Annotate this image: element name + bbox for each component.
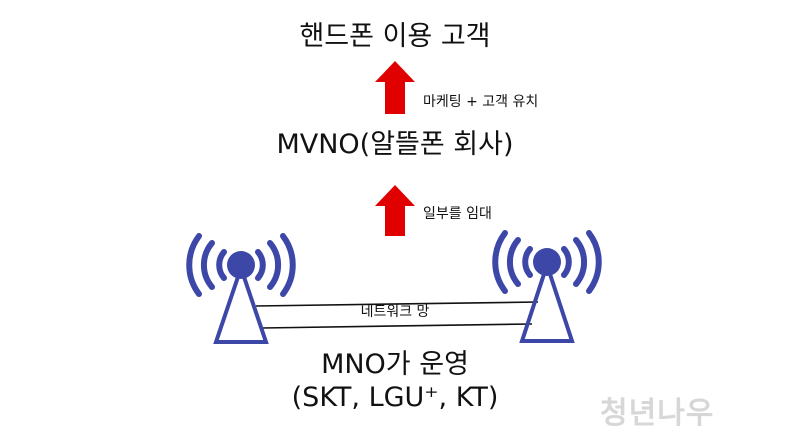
radio-waves-icon (492, 230, 602, 294)
up-arrow-icon (375, 61, 415, 114)
watermark-logo: 청년나우 (600, 396, 715, 431)
mno-title: MNO가 운영 (321, 349, 469, 380)
cell-tower-icon (186, 233, 296, 344)
network-link-line-top (255, 301, 539, 307)
marketing-label: 마케팅 + 고객 유치 (423, 94, 539, 110)
up-arrow-icon (375, 185, 415, 236)
carriers-title: (SKT, LGU⁺, KT) (291, 382, 499, 413)
network-label: 네트워크 망 (360, 304, 430, 320)
network-link-line-bottom (261, 323, 533, 329)
customers-title: 핸드폰 이용 고객 (299, 21, 491, 52)
radio-waves-icon (186, 233, 296, 297)
mvno-title: MVNO(알뜰폰 회사) (276, 129, 514, 160)
lease-label: 일부를 임대 (423, 206, 492, 222)
cell-tower-icon (492, 230, 602, 343)
